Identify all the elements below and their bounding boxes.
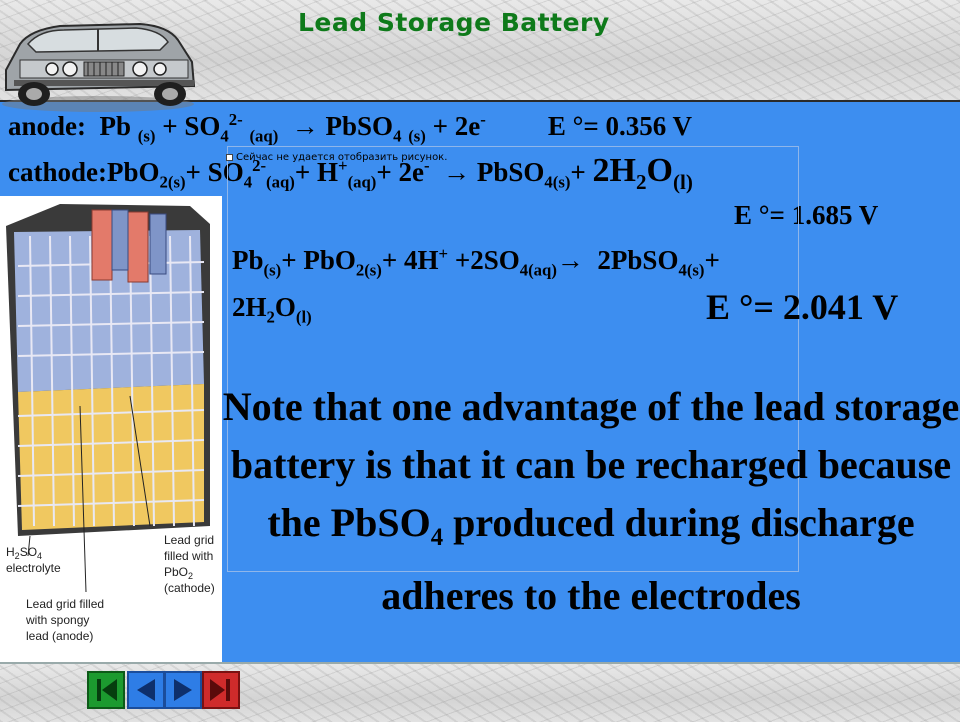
broken-image-icon bbox=[226, 154, 233, 161]
battery-cutaway-image: H2SO4 electrolyte Lead grid filled with … bbox=[0, 196, 222, 662]
svg-text:Lead grid: Lead grid bbox=[164, 533, 214, 547]
svg-text:electrolyte: electrolyte bbox=[6, 561, 61, 575]
svg-text:Lead grid filled: Lead grid filled bbox=[26, 597, 104, 611]
slide-title: Lead Storage Battery bbox=[298, 8, 610, 37]
nav-next-button[interactable] bbox=[164, 671, 202, 709]
nav-first-button[interactable] bbox=[87, 671, 125, 709]
svg-text:PbO2: PbO2 bbox=[164, 565, 193, 581]
net-equation-line1: Pb(s)+ PbO2(s)+ 4H+ +2SO4(aq)→ 2PbSO4(s)… bbox=[232, 244, 720, 280]
car-image bbox=[2, 22, 196, 112]
previous-slide-icon bbox=[137, 679, 155, 701]
net-potential: E °= 2.041 V bbox=[706, 287, 899, 327]
anode-potential: E °= 0.356 V bbox=[547, 111, 693, 141]
net-equation-line2: 2H2O(l) bbox=[232, 292, 312, 327]
svg-text:H2SO4: H2SO4 bbox=[6, 545, 42, 561]
cathode-equation: cathode:PbO2(s)+ SO42-(aq)+ H+(aq)+ 2e- … bbox=[8, 152, 693, 194]
svg-text:(cathode): (cathode) bbox=[164, 581, 215, 595]
first-slide-icon bbox=[97, 679, 117, 701]
broken-image-alt-text: Сейчас не удается отобразить рисунок. bbox=[236, 152, 448, 163]
next-slide-icon bbox=[174, 679, 192, 701]
svg-text:lead (anode): lead (anode) bbox=[26, 629, 93, 643]
broken-image-frame bbox=[227, 146, 799, 572]
note-paragraph: Note that one advantage of the lead stor… bbox=[222, 384, 960, 618]
anode-equation: anode: Pb (s) + SO42- (aq) → PbSO4 (s) +… bbox=[8, 110, 693, 146]
svg-text:with spongy: with spongy bbox=[25, 613, 89, 627]
cathode-potential: E °= 1.685 V bbox=[734, 200, 879, 228]
nav-last-button[interactable] bbox=[202, 671, 240, 709]
svg-text:filled with: filled with bbox=[164, 549, 213, 563]
last-slide-icon bbox=[210, 679, 230, 701]
nav-previous-button[interactable] bbox=[127, 671, 165, 709]
